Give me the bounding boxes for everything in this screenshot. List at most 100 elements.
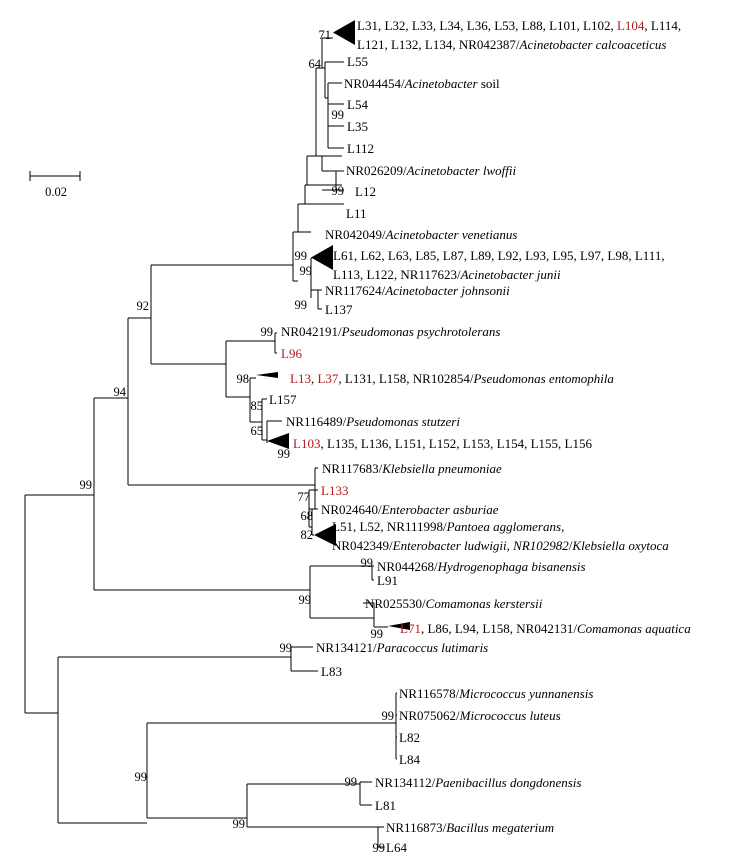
bootstrap-value: 99 — [373, 841, 386, 855]
branch — [315, 67, 322, 157]
bootstrap-value: 99 — [300, 264, 313, 278]
leaf-label: L96 — [281, 346, 302, 361]
collapsed-clade-triangle — [333, 20, 355, 45]
bootstrap-value: 99 — [80, 478, 93, 492]
cluster-label: L13, L37, L131, L158, NR102854/Pseudomon… — [290, 371, 614, 386]
branch — [249, 377, 262, 423]
cluster-label: L121, L132, L134, NR042387/Acinetobacter… — [357, 37, 666, 52]
branch — [327, 82, 344, 149]
leaf-label: NR044454/Acinetobacter soil — [344, 76, 500, 91]
leaf-label: L81 — [375, 798, 396, 813]
leaf-label: L112 — [347, 141, 374, 156]
bootstrap-value: 99 — [332, 108, 345, 122]
branch — [359, 781, 372, 806]
leaf-label: L84 — [399, 752, 420, 767]
branch — [311, 508, 318, 536]
branch — [127, 317, 315, 486]
leaf-label: NR075062/Micrococcus luteus — [399, 708, 561, 723]
leaf-label: L54 — [347, 97, 368, 112]
branch — [261, 398, 267, 441]
bootstrap-value: 99 — [371, 627, 384, 641]
leaf-label: NR025530/Comamonas kerstersii — [365, 596, 543, 611]
bootstrap-value: 92 — [137, 299, 150, 313]
collapsed-clade-triangle — [267, 433, 289, 449]
bootstrap-value: 99 — [299, 593, 312, 607]
cluster-label: L71, L86, L94, L158, NR042131/Comamonas … — [400, 621, 691, 636]
branch — [309, 467, 318, 510]
leaf-label: L157 — [269, 392, 297, 407]
branch — [321, 155, 344, 191]
branch — [146, 722, 396, 819]
bootstrap-value: 64 — [309, 57, 322, 71]
branch — [225, 340, 275, 398]
bootstrap-value: 99 — [295, 249, 308, 263]
cluster-label: L51, L52, NR111998/Pantoea agglomerans, — [332, 519, 564, 534]
branch — [290, 646, 318, 672]
branch — [93, 397, 310, 591]
leaf-label: NR134112/Paenibacillus dongdonensis — [375, 775, 581, 790]
leaf-label: NR044268/Hydrogenophaga bisanensis — [377, 559, 586, 574]
collapsed-clade-triangle — [314, 524, 336, 546]
cluster-label: L31, L32, L33, L34, L36, L53, L88, L101,… — [357, 18, 681, 33]
branch — [321, 37, 333, 69]
bootstrap-value: 65 — [251, 424, 264, 438]
leaf-label: L12 — [355, 184, 376, 199]
leaf-label: L83 — [321, 664, 342, 679]
bootstrap-value: 99 — [345, 775, 358, 789]
cluster-label: L61, L62, L63, L85, L87, L89, L92, L93, … — [333, 248, 665, 263]
bootstrap-value: 82 — [301, 528, 314, 542]
bootstrap-value: 68 — [301, 509, 314, 523]
branch — [363, 602, 388, 628]
bootstrap-value: 99 — [135, 770, 148, 784]
scale-bar — [29, 171, 81, 181]
leaf-label: NR116578/Micrococcus yunnanensis — [399, 686, 593, 701]
branch — [317, 289, 322, 310]
leaf-label: NR116489/Pseudomonas stutzeri — [286, 414, 460, 429]
collapsed-clade-triangle — [311, 245, 333, 270]
branch — [304, 184, 310, 205]
leaf-label: NR117624/Acinetobacter johnsonii — [325, 283, 510, 298]
branch — [297, 203, 311, 233]
branch — [57, 656, 291, 824]
leaf-label: NR024640/Enterobacter asburiae — [321, 502, 499, 517]
leaf-label: NR042191/Pseudomonas psychrotolerans — [281, 324, 500, 339]
collapsed-clade-triangle — [256, 372, 278, 378]
branch — [246, 783, 378, 828]
leaf-label: L35 — [347, 119, 368, 134]
branch — [292, 231, 298, 282]
bootstrap-value: 94 — [114, 385, 127, 399]
branch — [150, 264, 293, 365]
bootstrap-value: 99 — [278, 447, 291, 461]
leaf-label: NR026209/Acinetobacter lwoffii — [346, 163, 516, 178]
cluster-label: L103, L135, L136, L151, L152, L153, L154… — [293, 436, 592, 451]
leaf-label: NR116873/Bacillus megaterium — [386, 820, 554, 835]
leaf-label: L137 — [325, 302, 353, 317]
leaf-label: L133 — [321, 483, 348, 498]
bootstrap-value: 99 — [261, 325, 274, 339]
collapsed-clade-triangle — [388, 622, 410, 630]
leaf-label: L91 — [377, 573, 398, 588]
branch — [371, 565, 374, 581]
bootstrap-value: 99 — [295, 298, 308, 312]
branch — [274, 332, 277, 354]
bootstrap-value: 99 — [361, 556, 374, 570]
branch — [309, 565, 374, 619]
leaf-label: NR117683/Klebsiella pneumoniae — [322, 461, 502, 476]
bootstrap-value: 99 — [280, 641, 293, 655]
branch — [310, 257, 318, 298]
bootstrap-value: 99 — [382, 709, 395, 723]
leaf-label: L82 — [399, 730, 420, 745]
cluster-label: NR042349/Enterobacter ludwigii, NR102982… — [332, 538, 669, 553]
leaf-label: L55 — [347, 54, 368, 69]
leaf-label: L11 — [346, 206, 366, 221]
root-branches — [24, 494, 94, 714]
leaf-label: NR134121/Paracoccus lutimaris — [316, 640, 488, 655]
branch — [266, 420, 282, 443]
branch — [377, 826, 384, 848]
leaf-label: L64 — [386, 840, 407, 855]
cluster-label: L113, L122, NR117623/Acinetobacter junii — [333, 267, 561, 282]
bootstrap-value: 99 — [332, 184, 345, 198]
bootstrap-value: 77 — [298, 490, 311, 504]
bootstrap-value: 98 — [237, 372, 250, 386]
